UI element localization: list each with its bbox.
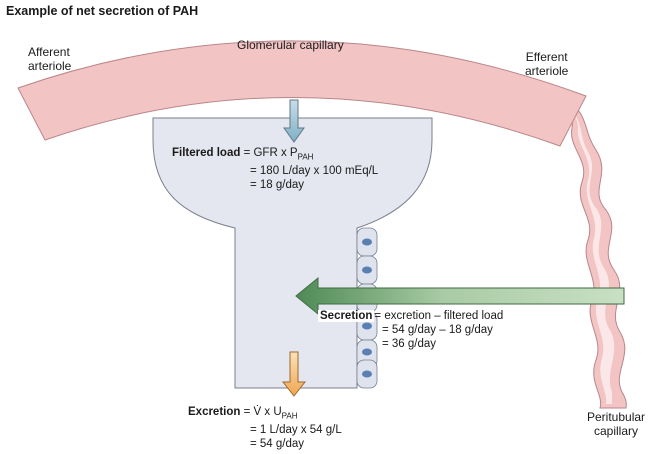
glomerular-capillary-label: Glomerular capillary [237, 38, 344, 52]
excretion-subscript: PAH [281, 411, 298, 421]
afferent-arteriole-label: Afferent arteriole [28, 45, 71, 73]
cell-nucleus [362, 348, 372, 356]
excretion-line3: = 54 g/day [250, 438, 305, 451]
bowmans-capsule-and-tubule [152, 117, 433, 389]
excretion-arrow [281, 351, 307, 397]
filtered-load-line3: = 18 g/day [250, 179, 305, 192]
tubular-cells [356, 227, 378, 389]
filtered-load-formula: = GFR x P [243, 147, 298, 159]
secretion-term: Secretion [318, 310, 375, 322]
filtered-load-line1: Filtered load = GFR x PPAH [172, 146, 378, 164]
efferent-label-line1: Efferent [525, 50, 568, 64]
cell-nucleus [362, 266, 372, 274]
figure-title: Example of net secretion of PAH [6, 4, 199, 18]
peritubular-label-line2: capillary [594, 424, 639, 438]
secretion-line3: = 36 g/day [382, 338, 437, 350]
afferent-label-line2: arteriole [28, 59, 72, 73]
filtered-load-equation: Filtered load = GFR x PPAH = 180 L/day x… [172, 146, 378, 192]
secretion-formula: = excretion – filtered load [374, 310, 504, 322]
filtration-arrow [283, 99, 305, 143]
efferent-arteriole-label: Efferent arteriole [525, 50, 568, 78]
secretion-arrow [295, 276, 625, 316]
excretion-formula: = V̇ x U [243, 406, 282, 418]
peritubular-capillary-label: Peritubular capillary [587, 410, 645, 438]
filtered-load-subscript: PAH [297, 152, 314, 162]
cell-nucleus [362, 238, 372, 246]
glomerular-capillary [17, 40, 587, 147]
excretion-line1: Excretion = V̇ x UPAH [188, 405, 342, 423]
cell-nucleus [362, 370, 372, 378]
secretion-line1: Secretion= excretion – filtered load [318, 309, 503, 323]
secretion-line2: = 54 g/day – 18 g/day [382, 324, 493, 336]
filtered-load-line2: = 180 L/day x 100 mEq/L [250, 165, 379, 178]
excretion-equation: Excretion = V̇ x UPAH = 1 L/day x 54 g/L… [188, 405, 342, 451]
efferent-label-line2: arteriole [525, 64, 569, 78]
cell-nucleus [362, 322, 372, 330]
excretion-line2: = 1 L/day x 54 g/L [250, 424, 342, 437]
peritubular-capillary [557, 99, 627, 409]
filtered-load-term: Filtered load [172, 147, 241, 159]
peritubular-capillary-lumen [566, 106, 615, 404]
excretion-term: Excretion [188, 406, 241, 418]
afferent-label-line1: Afferent [28, 45, 70, 59]
peritubular-label-line1: Peritubular [587, 410, 646, 424]
secretion-equation: Secretion= excretion – filtered load = 5… [318, 309, 503, 351]
